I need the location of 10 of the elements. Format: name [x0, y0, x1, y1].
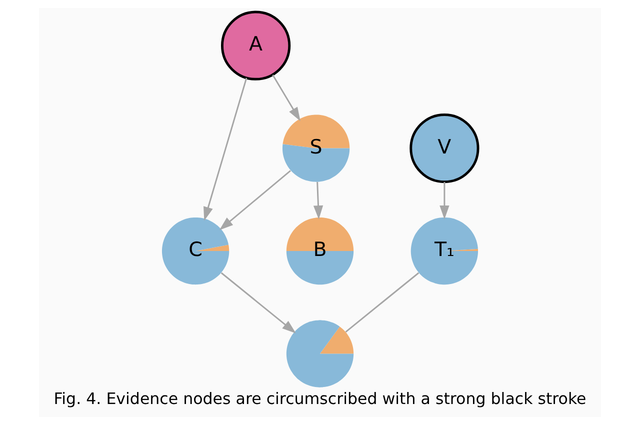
arrow: [440, 182, 450, 220]
arrow: [203, 78, 248, 221]
node-circle: A: [220, 10, 291, 80]
arrow: [272, 74, 300, 122]
arrow: [220, 272, 296, 334]
caption: Fig. 4. Evidence nodes are circumscribed with a strong black stroke: [54, 388, 586, 408]
node-circle: V: [410, 113, 480, 184]
arrow: [219, 170, 291, 230]
connector: [345, 272, 420, 332]
arrow: [313, 182, 324, 220]
